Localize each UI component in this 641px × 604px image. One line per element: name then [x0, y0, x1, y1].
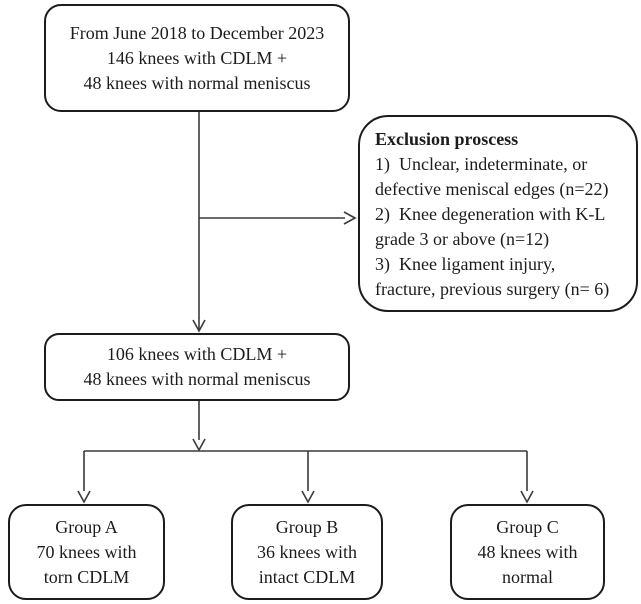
group-a-line: 70 knees with — [36, 541, 137, 562]
exclusion-line: fracture, previous surgery (n= 6) — [375, 279, 610, 299]
exclusion-line: grade 3 or above (n=12) — [375, 229, 550, 249]
group-c-line: Group C — [496, 516, 559, 537]
group-b-box: Group B 36 knees with intact CDLM — [231, 504, 383, 600]
exclusion-line: 2) Knee degeneration with K-L — [375, 204, 606, 224]
group-a-line: torn CDLM — [43, 566, 130, 587]
source-line: 146 knees with CDLM + — [106, 47, 288, 68]
arrow-to-group-a — [77, 451, 91, 504]
source-line: 48 knees with normal meniscus — [83, 72, 311, 93]
group-b-line: intact CDLM — [258, 566, 356, 587]
arrow-source-to-included — [192, 112, 206, 333]
group-a-box: Group A 70 knees with torn CDLM — [8, 504, 165, 600]
exclusion-title: Exclusion proscess — [375, 129, 519, 149]
arrow-branch-to-exclusion — [199, 211, 357, 225]
exclusion-line: 3) Knee ligament injury, — [375, 254, 556, 274]
group-c-line: 48 knees with — [477, 541, 578, 562]
arrow-included-to-splitter — [192, 401, 206, 452]
group-b-line: Group B — [275, 516, 339, 537]
included-box: 106 knees with CDLM + 48 knees with norm… — [44, 333, 350, 401]
group-c-box: Group C 48 knees with normal — [450, 504, 605, 600]
group-b-line: 36 knees with — [257, 541, 357, 562]
exclusion-box: Exclusion proscess 1) Unclear, indetermi… — [358, 115, 638, 312]
arrow-to-group-c — [520, 451, 534, 504]
included-line: 106 knees with CDLM + — [106, 344, 288, 364]
exclusion-line: 1) Unclear, indeterminate, or — [375, 154, 588, 174]
included-line: 48 knees with normal meniscus — [83, 369, 311, 389]
source-box: From June 2018 to December 2023 146 knee… — [44, 4, 350, 112]
group-a-line: Group A — [55, 516, 118, 537]
source-line: From June 2018 to December 2023 — [69, 22, 325, 43]
arrow-to-group-b — [301, 451, 315, 504]
exclusion-line: defective meniscal edges (n=22) — [375, 179, 609, 199]
group-c-line: normal — [502, 566, 553, 587]
